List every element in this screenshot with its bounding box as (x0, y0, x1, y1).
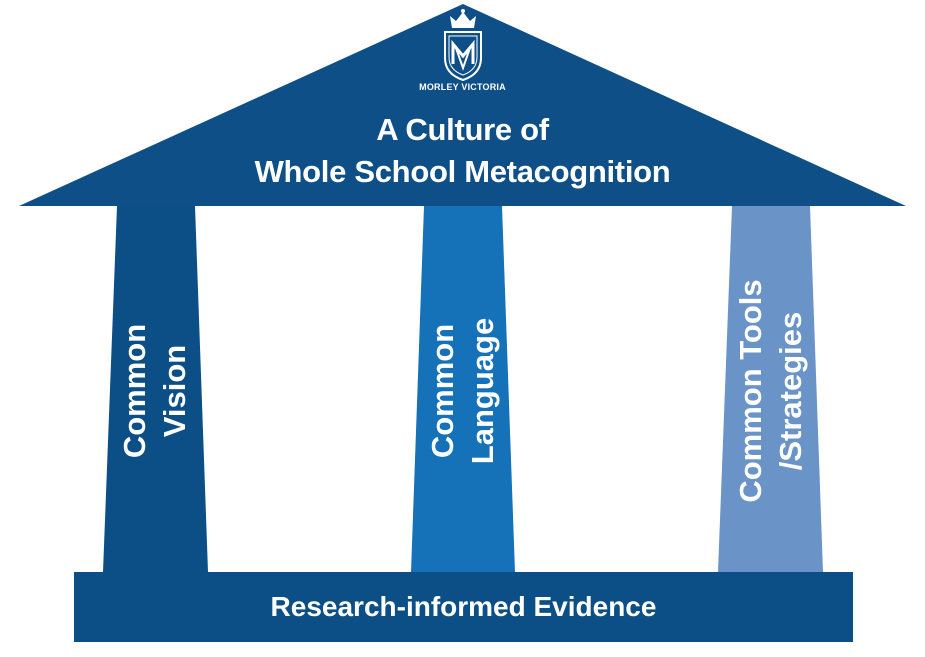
crowned-shield-crest-icon (444, 9, 482, 82)
pillar-3-line-2: /Strategies (773, 311, 808, 471)
logo-text: MORLEY VICTORIA (419, 82, 506, 92)
pillar-3-label: Common Tools /Strategies (726, 261, 816, 521)
base-slab (74, 572, 853, 642)
base-label: Research-informed Evidence (270, 591, 657, 622)
pillar-2-line-2: Language (465, 317, 500, 465)
pillar-2-label: Common Language (418, 261, 508, 521)
pillar-1 (103, 206, 208, 572)
pillar-2 (411, 206, 515, 572)
roof (19, 4, 906, 206)
pillar-3 (718, 206, 823, 572)
pillar-1-line-2: Vision (157, 344, 192, 438)
pillar-3-line-1: Common Tools (733, 279, 768, 503)
roof-title-line-2: Whole School Metacognition (254, 154, 671, 189)
pillar-1-label: Common Vision (110, 261, 200, 521)
roof-title-line-1: A Culture of (376, 112, 549, 147)
pillar-1-line-1: Common (117, 323, 152, 459)
pillar-2-line-1: Common (425, 323, 460, 459)
